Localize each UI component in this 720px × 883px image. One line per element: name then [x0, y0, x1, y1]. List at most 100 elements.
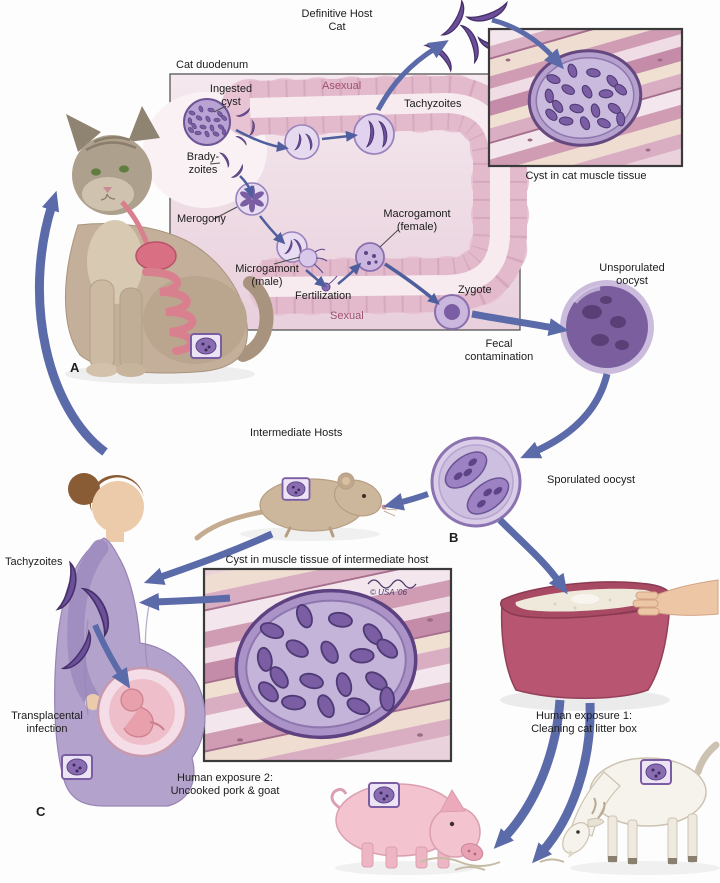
- reaching-hand: [632, 579, 719, 616]
- label-tachyzoites-woman: Tachyzoites: [5, 556, 63, 568]
- mouse-cyst-icon: [281, 477, 311, 501]
- sporocyst-2: [466, 477, 510, 515]
- mouse-eye: [362, 494, 366, 498]
- label-fertilization: Fertilization: [295, 290, 352, 302]
- mouse-illustration: [194, 472, 398, 541]
- label-fecal-contamination: Fecal contamination: [450, 338, 548, 364]
- exposure1-line1: Human exposure 1:: [536, 710, 632, 722]
- label-cyst-intermediate: Cyst in muscle tissue of intermediate ho…: [225, 554, 429, 566]
- bradyzoites-line2: zoites: [188, 163, 218, 176]
- unsporulated-oocyst: [560, 280, 654, 374]
- label-transplacental: Transplacental infection: [2, 710, 92, 736]
- label-merogony: Merogony: [177, 213, 226, 225]
- intermediate-muscle-inset: [202, 567, 453, 763]
- pig-tail: [330, 787, 348, 810]
- label-definitive-host: Definitive Host Cat: [277, 8, 397, 34]
- label-zygote: Zygote: [458, 284, 492, 296]
- arrow-zygote-to-unsporulated: [471, 310, 569, 336]
- woman-cyst-icon: [61, 754, 93, 780]
- ingested-cyst-stage: [183, 98, 256, 146]
- macrogamont-stage: [355, 242, 385, 272]
- goat-horns: [591, 797, 606, 819]
- macrogamont-line1: Macrogamont: [383, 208, 451, 220]
- exposure2-line1: Human exposure 2:: [177, 772, 273, 784]
- cat-intestines: [142, 268, 197, 355]
- pig-cyst-icon: [368, 782, 400, 808]
- goat-head: [562, 822, 590, 854]
- label-human-exposure-1: Human exposure 1: Cleaning cat litter bo…: [503, 710, 665, 736]
- microgamont-line2: (male): [251, 275, 283, 288]
- exposure2-line2: Uncooked pork & goat: [170, 784, 280, 797]
- transplacental-line2: infection: [26, 722, 68, 735]
- ingested-cyst-line2: cyst: [221, 95, 241, 108]
- fetus-body: [123, 706, 154, 738]
- cat-cyst-icon: [190, 333, 222, 359]
- cat-muscle-inset: [487, 27, 684, 168]
- goat-ear: [587, 817, 605, 827]
- arrow-oocyst-to-mouse: [383, 491, 430, 511]
- goat-tail: [694, 741, 720, 776]
- label-cat-duodenum: Cat duodenum: [176, 59, 249, 71]
- label-human-exposure-2: Human exposure 2: Uncooked pork & goat: [140, 772, 310, 798]
- cat-ear-left: [66, 114, 101, 152]
- marker-a: A: [70, 360, 80, 375]
- label-macrogamont: Macrogamont (female): [368, 208, 466, 234]
- goat-cyst-icon: [640, 759, 672, 785]
- sporocyst-1: [444, 451, 488, 489]
- fetus-head: [120, 688, 144, 712]
- unsporulated-line2: oocyst: [616, 274, 648, 287]
- hand: [85, 694, 101, 710]
- fecal-line2: contamination: [464, 350, 534, 363]
- duodenum-stage-arrows: [235, 128, 440, 305]
- label-cyst-cat-muscle: Cyst in cat muscle tissue: [525, 170, 647, 182]
- microgamont-stage: [298, 248, 328, 274]
- invaded-cell-stage: [284, 124, 320, 160]
- merogony-stage: [235, 182, 269, 216]
- bradyzoites-line1: Brady-: [186, 151, 220, 163]
- arrow-intermediate-to-cat: [34, 190, 108, 456]
- transplacental-line1: Transplacental: [11, 710, 83, 722]
- arm: [67, 539, 109, 705]
- arrow-duodenum-to-tachyzoites: [375, 40, 449, 112]
- label-bradyzoites: Brady- zoites: [178, 151, 228, 177]
- mouse-tail: [194, 509, 265, 541]
- arrow-litterbox-to-animals-2: [532, 702, 595, 864]
- marker-b: B: [449, 530, 459, 545]
- goat-illustration: [562, 741, 720, 875]
- fecal-line1: Fecal: [485, 338, 513, 350]
- artist-signature-squiggle: [367, 579, 417, 589]
- label-signature: © USA '06: [370, 588, 407, 597]
- marker-c: C: [36, 804, 46, 819]
- arrow-mouse-to-woman: [143, 530, 274, 585]
- arrow-litterbox-to-animals-1: [493, 699, 565, 849]
- exposure1-line2: Cleaning cat litter box: [531, 722, 637, 735]
- cat-eye-right: [119, 165, 129, 173]
- definitive-host-line2: Cat: [328, 20, 346, 33]
- cat-stomach: [135, 241, 177, 271]
- label-microgamont: Microgamont (male): [226, 263, 308, 289]
- zygote-stage: [434, 294, 470, 330]
- unsporulated-line1: Unsporulated: [599, 262, 665, 274]
- label-sporulated-oocyst: Sporulated oocyst: [547, 474, 636, 486]
- label-unsporulated-oocyst: Unsporulated oocyst: [573, 262, 691, 288]
- cat-tail: [236, 276, 274, 362]
- pregnant-woman-illustration: [54, 473, 206, 807]
- cycle-arrows: [34, 17, 611, 864]
- cat-nose: [103, 187, 112, 193]
- tachyzoite-cell-stage: [353, 113, 395, 155]
- arrow-transplacental: [92, 623, 131, 689]
- sporulated-oocyst: [430, 436, 522, 528]
- arrow-oocyst-to-litterbox: [497, 517, 568, 595]
- intestinal-lumen: [249, 92, 510, 297]
- label-ingested-cyst: Ingested cyst: [200, 83, 262, 109]
- definitive-host-line1: Definitive Host: [301, 8, 373, 20]
- label-intermediate-hosts: Intermediate Hosts: [250, 427, 343, 439]
- label-sexual: Sexual: [330, 310, 364, 322]
- goat-eye: [576, 830, 580, 834]
- label-asexual: Asexual: [322, 80, 362, 92]
- pig-snout: [460, 842, 484, 862]
- cat-eye-left: [91, 168, 101, 176]
- macrogamont-line2: (female): [396, 220, 438, 233]
